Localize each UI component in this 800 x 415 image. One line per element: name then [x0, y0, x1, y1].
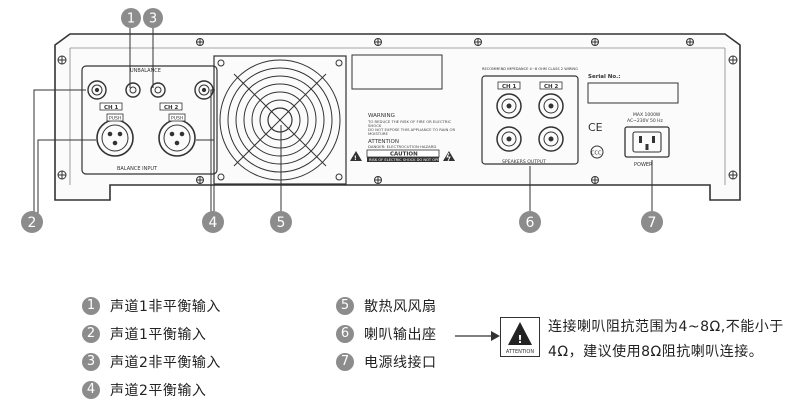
legend-number: 1: [82, 297, 100, 315]
legend-number: 2: [82, 325, 100, 343]
warning-line: DO NOT EXPOSE THIS APPLIANCE TO RAIN OR: [368, 127, 456, 132]
serial-label: Serial No.:: [588, 74, 620, 80]
legend-item-2: 2 声道1平衡输入: [82, 323, 206, 345]
screw-icon: [57, 38, 738, 184]
legend-item-6: 6 喇叭输出座: [336, 323, 437, 345]
callout-6: 6: [526, 215, 535, 231]
ch2-output-label: CH 2: [544, 84, 559, 90]
callout-markers: 1 3 2 4 5 6 7: [21, 8, 663, 233]
attention-warning-icon: ! ATTENTION: [500, 317, 540, 357]
ce-mark: CE: [588, 121, 603, 134]
ccc-mark: CCC: [591, 151, 602, 157]
power-spec-line: AC~230V 50 Hz: [627, 118, 664, 124]
push-label-ch2: PUSH: [171, 116, 183, 122]
callout-leaders: [33, 28, 653, 214]
legend-text: 喇叭输出座: [364, 327, 437, 343]
xlr-connector-icon: PUSH PUSH: [96, 113, 196, 157]
legend-item-7: 7 电源线接口: [336, 351, 437, 373]
push-label-ch1: PUSH: [109, 116, 121, 122]
fan-icon: [213, 55, 347, 185]
legend-text: 声道1平衡输入: [110, 327, 207, 343]
svg-text:!: !: [517, 333, 522, 346]
arrow-right-icon: [455, 331, 500, 341]
input-panel: UNBALANCE CH 1 CH 2 BALANCE INPUT: [81, 65, 218, 175]
caution-label: CAUTION: [390, 152, 418, 158]
ch1-input-label: CH 1: [104, 105, 119, 111]
warning-title: WARNING: [368, 113, 395, 119]
note-line-2: 4Ω，建议使用8Ω阻抗喇叭连接。: [548, 344, 764, 360]
speaker-output-panel: RECOMMEND IMPEDANCE 4~8 OHM CLASS 2 WIRI…: [481, 67, 579, 165]
power-area: Serial No.: CE CCC MAX 1000W AC~230V 50 …: [587, 74, 679, 168]
rear-panel-diagram: UNBALANCE CH 1 CH 2 BALANCE INPUT PUSH P…: [21, 8, 741, 233]
legend-number: 7: [336, 353, 354, 371]
callout-1: 1: [127, 12, 135, 27]
attention-icon-label: ATTENTION: [506, 349, 534, 355]
attention-line: DANGER: ELECTROCUTION HAZARD: [368, 144, 436, 149]
legend-item-3: 3 声道2非平衡输入: [82, 351, 221, 373]
legend-text: 声道2平衡输入: [110, 383, 207, 399]
power-label: POWER: [634, 162, 653, 168]
legend-item-4: 4 声道2平衡输入: [82, 379, 206, 401]
legend-text: 声道2非平衡输入: [110, 355, 221, 371]
legend-number: 3: [82, 353, 100, 371]
caution-line: RISK OF ELECTRIC SHOCK DO NOT OPEN: [369, 158, 443, 162]
balance-input-label: BALANCE INPUT: [117, 166, 158, 172]
ch2-input-label: CH 2: [164, 105, 179, 111]
warning-area: WARNING TO REDUCE THE RISK OF FIRE OR EL…: [350, 54, 456, 162]
legend-number: 5: [336, 297, 354, 315]
legend-text: 电源线接口: [364, 355, 437, 371]
note-line-1: 连接喇叭阻抗范围为4~8Ω,不能小于: [548, 319, 784, 335]
warning-line: SHOCK: [368, 123, 382, 128]
legend-number: 6: [336, 325, 354, 343]
unbalance-label: UNBALANCE: [130, 68, 161, 74]
speakers-output-label: SPEAKERS OUTPUT: [502, 159, 546, 165]
legend-text: 声道1非平衡输入: [110, 299, 221, 315]
ch1-output-label: CH 1: [502, 84, 517, 90]
attention-title: ATTENTION: [368, 139, 399, 145]
callout-7: 7: [648, 215, 657, 231]
callout-5: 5: [277, 215, 286, 231]
legend-number: 4: [82, 381, 100, 399]
svg-text:!: !: [354, 155, 357, 162]
legend-text: 散热风风扇: [364, 299, 437, 315]
legend-item-5: 5 散热风风扇: [336, 295, 437, 317]
legend-item-1: 1 声道1非平衡输入: [82, 295, 221, 317]
callout-2: 2: [28, 215, 37, 231]
callout-3: 3: [149, 12, 157, 27]
power-spec-line: MAX 1000W: [633, 112, 661, 118]
impedance-label: RECOMMEND IMPEDANCE 4~8 OHM CLASS 2 WIRI…: [482, 67, 578, 71]
speakon-connector-icon: [496, 93, 564, 152]
warning-line: MOISTURE: [368, 131, 389, 136]
callout-4: 4: [209, 215, 218, 231]
warning-line: TO REDUCE THE RISK OF FIRE OR ELECTRIC: [367, 119, 452, 124]
